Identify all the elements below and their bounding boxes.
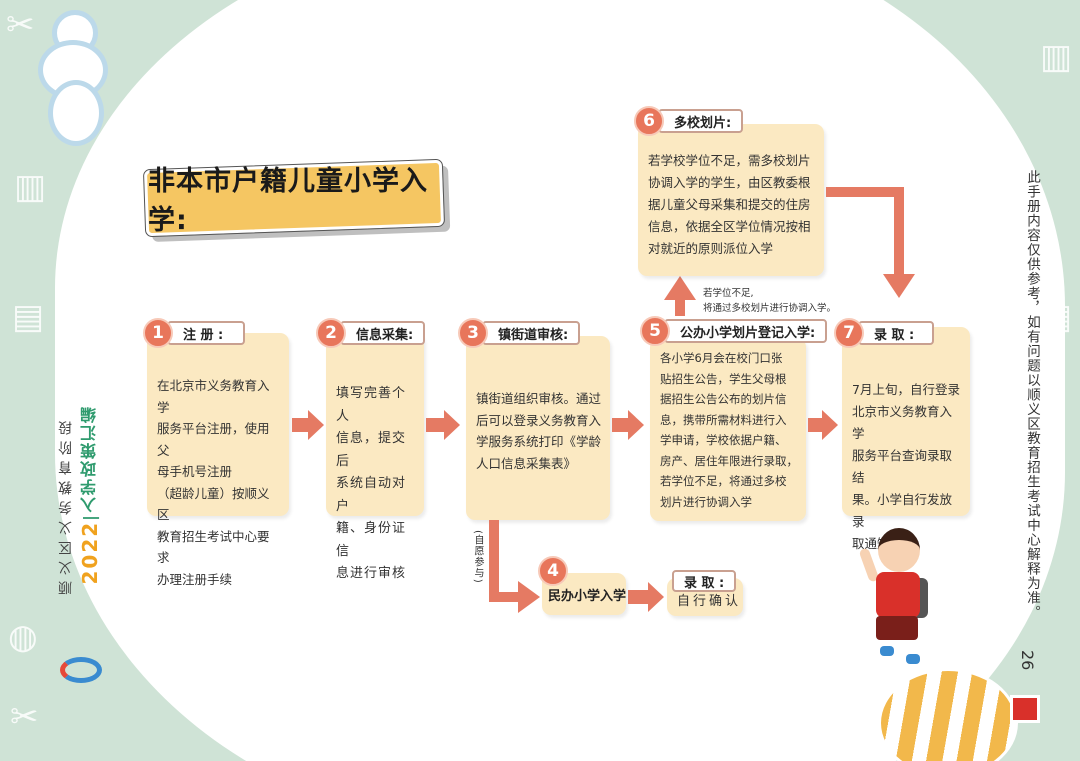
arrow-2-to-3 <box>426 410 460 440</box>
scissors-doodle-icon: ✂ <box>10 697 39 737</box>
step-number-badge: 7 <box>834 318 864 348</box>
step-7-label: 7 录 取 : <box>834 318 934 348</box>
cloud-decoration <box>38 10 116 150</box>
arrow-3-to-5 <box>612 410 644 440</box>
step-5-text: 各小学6月会在校门口张 贴招生公告，学生父母根 据招生公告公布的划片信 息，携带… <box>660 351 798 509</box>
step-7-text: 7月上旬，自行登录 北京市义务教育入学 服务平台查询录取结 果。小学自行发放录 … <box>852 382 960 551</box>
step-3-label: 3 镇街道审核: <box>458 318 581 348</box>
scissors-doodle-icon: ✂ <box>6 5 35 45</box>
step-2-text: 填写完善个人 信息，提交后 系统自动对户 籍、身份证信 息进行审核 <box>336 386 407 581</box>
arrow-1-to-2 <box>292 410 324 440</box>
voluntary-note: (自愿参与) <box>472 530 483 584</box>
step-5-label: 5 公办小学划片登记入学: <box>640 316 828 346</box>
page-number: 26 <box>1018 650 1037 671</box>
step-6-card: 若学校学位不足，需多校划片 协调入学的学生，由区教委根 据儿童父母采集和提交的住… <box>638 124 824 276</box>
boy-illustration <box>858 528 940 668</box>
side-brand-year: 2022 <box>78 520 102 585</box>
step-number-badge: 6 <box>634 106 664 136</box>
arrow-6-to-7-vertical <box>894 187 904 277</box>
side-brand-line2: 2022|入学政策汇编 <box>78 405 102 585</box>
arrow-5-to-6-head <box>664 276 696 300</box>
step-number-badge: 5 <box>640 316 670 346</box>
books-doodle-icon: ▤ <box>12 297 45 337</box>
step-1-card: 在北京市义务教育入学 服务平台注册，使用父 母手机号注册 （超龄儿童）按顺义区 … <box>147 333 289 587</box>
step-2-card: 填写完善个人 信息，提交后 系统自动对户 籍、身份证信 息进行审核 <box>326 333 424 581</box>
arrow-3-to-4-head <box>518 581 540 613</box>
book-doodle-icon: ▥ <box>1040 37 1073 77</box>
step-4-card: 民办小学入学 <box>542 573 626 615</box>
step-5-card: 各小学6月会在校门口张 贴招生公告，学生父母根 据招生公告公布的划片信 息，携带… <box>650 338 806 521</box>
arrow-5-to-6-shaft <box>675 298 685 316</box>
step-3-card: 镇街道组织审核。通过 后可以登录义务教育入 学服务系统打印《学龄 人口信息采集表… <box>466 336 610 520</box>
step-number-badge: 2 <box>316 318 346 348</box>
step-number-badge: 1 <box>143 318 173 348</box>
step-6-text: 若学校学位不足，需多校划片 协调入学的学生，由区教委根 据儿童父母采集和提交的住… <box>648 153 811 256</box>
book-doodle-icon: ▥ <box>14 167 47 207</box>
page-title: 非本市户籍儿童小学入学: <box>142 158 446 238</box>
balloon-basket-icon <box>1010 695 1040 723</box>
side-brand-line1: 顺义区义务教育阶段 <box>58 415 74 595</box>
arrow-6-to-7-head <box>883 274 915 298</box>
step-6-label: 6 多校划片: <box>634 106 744 136</box>
step-2-label: 2 信息采集: <box>316 318 426 348</box>
step-1-label: 1 注 册 : <box>143 318 245 348</box>
shortage-note: 若学位不足, 将通过多校划片进行协调入学。 <box>703 288 837 314</box>
arrow-4-to-admission <box>628 582 664 612</box>
arrow-5-to-7 <box>808 410 838 440</box>
step-7-card: 7月上旬，自行登录 北京市义务教育入学 服务平台查询录取结 果。小学自行发放录 … <box>842 327 970 551</box>
hot-air-balloon-illustration <box>878 668 1018 761</box>
disclaimer-note: 此手册内容仅供参考，如有问题以顺义区教育招生考试中心解释为准。 <box>1024 170 1040 620</box>
logo-icon <box>60 657 102 683</box>
private-admission-label: 录 取 : <box>672 570 737 592</box>
side-brand: 顺义区义务教育阶段 2022|入学政策汇编 <box>48 405 110 683</box>
arrow-3-to-4-horizontal <box>489 592 523 602</box>
arrow-6-to-7-horizontal <box>826 187 904 197</box>
arrow-3-to-4-vertical <box>489 520 499 602</box>
books-doodle-icon: ▤ <box>1040 297 1073 337</box>
step-4-badge: 4 <box>538 556 568 586</box>
private-admission-text: 自行确认 <box>677 594 742 609</box>
step-1-text: 在北京市义务教育入学 服务平台注册，使用父 母手机号注册 （超龄儿童）按顺义区 … <box>157 378 270 587</box>
step-4-text: 民办小学入学 <box>548 589 627 604</box>
step-3-text: 镇街道组织审核。通过 后可以登录义务教育入 学服务系统打印《学龄 人口信息采集表… <box>476 391 602 471</box>
globe-doodle-icon: ◍ <box>8 617 38 657</box>
page-title-text: 非本市户籍儿童小学入学: <box>148 166 428 236</box>
step-number-badge: 3 <box>458 318 488 348</box>
